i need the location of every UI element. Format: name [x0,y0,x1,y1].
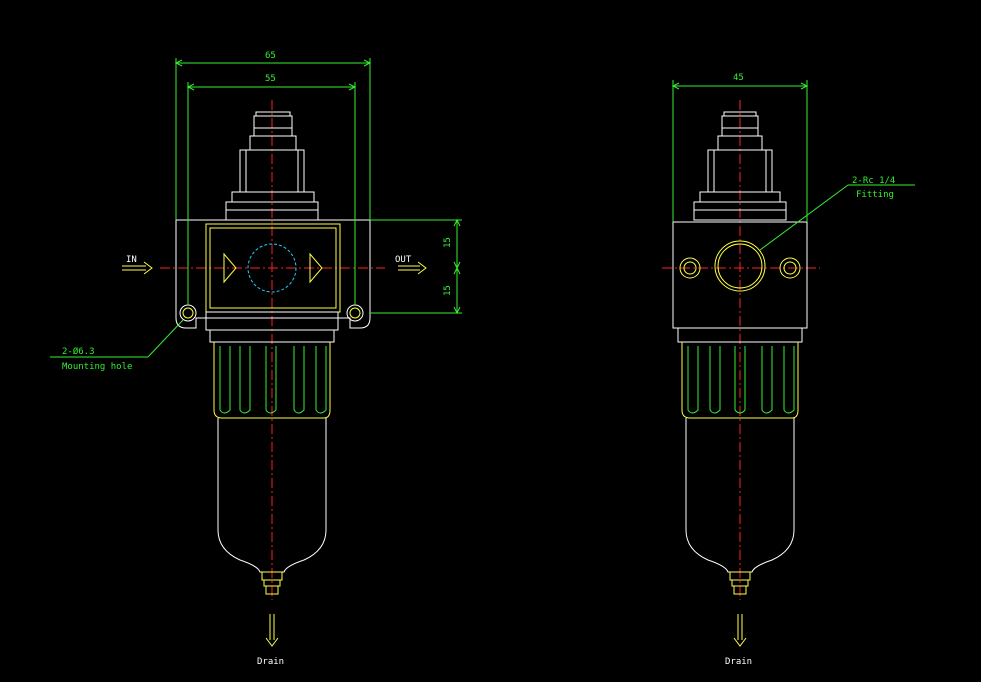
front-bowl-guard [213,342,331,419]
flow-arrow-left [223,252,237,284]
side-drain-label: Drain [725,657,752,667]
hole-callout: 2-Ø6.3 [62,346,95,357]
front-port-circle [247,243,297,293]
in-arrow [122,261,153,275]
side-adjust-knob [693,111,787,221]
side-drain-valve [729,571,751,595]
front-bowl [217,418,327,573]
dim-mounting-value: 55 [265,74,276,84]
port-leader [759,184,915,251]
hole-description: Mounting hole [62,362,132,372]
port-callout: 2-Rc 1/4 [852,176,895,186]
side-port-outer [714,240,766,292]
port-description: Fitting [856,190,894,200]
flow-arrow-right [309,252,323,284]
side-bowl-guard [681,342,799,419]
dim-lower-value: 15 [443,285,453,296]
dim-side-width [671,80,809,222]
front-view: Drain IN OUT 65 [50,51,462,667]
dim-side-value: 45 [733,73,744,83]
front-drain-valve [261,571,283,595]
side-drain-arrow [733,614,747,647]
dim-vertical [370,218,462,315]
mounting-hole-leader [50,319,184,358]
out-label: OUT [395,255,412,265]
front-drain-label: Drain [257,657,284,667]
front-body [175,219,371,343]
side-hole-left [679,257,701,279]
out-arrow [398,261,427,275]
side-hole-right [779,257,801,279]
side-bowl [685,418,795,573]
in-label: IN [126,255,137,265]
dim-mounting-width [186,82,357,305]
side-view: Drain 45 2-Rc 1/4 Fitting [662,73,915,667]
front-drain-arrow [265,614,279,647]
side-body [672,221,808,343]
dim-upper-value: 15 [443,237,453,248]
dim-overall-value: 65 [265,51,276,61]
mounting-hole-right [346,304,364,322]
mounting-hole-left [179,304,197,322]
dim-overall-width [174,58,372,220]
